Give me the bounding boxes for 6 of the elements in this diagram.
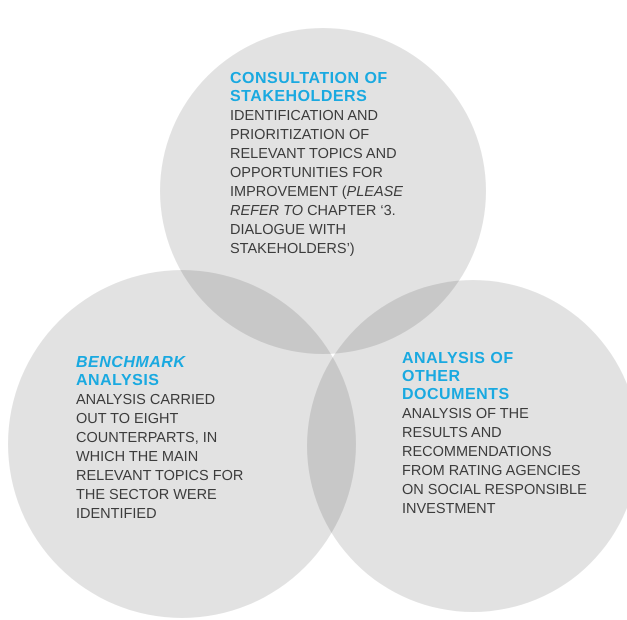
circle-heading: ANALYSIS OF OTHER DOCUMENTS [402,350,515,404]
circle-description: ANALYSIS CARRIED OUT TO EIGHT COUNTERPARTS, IN WHICH THE MAIN RELEVANT TOPICS FOR THE SECTOR WERE IDENTIFIED [76,391,244,524]
circle-description: IDENTIFICATION AND PRIORITIZATION OF RELEVANT TOPICS AND OPPORTUNITIES FOR IMPROVEMENT (PLEASE REFER TO CHAPTER ‘3. DIALOGUE WITH STAKEHOLDERS’) [230,107,404,259]
circle-description: ANALYSIS OF THE RESULTS AND RECOMMENDATIONS FROM RATING AGENCIES ON SOCIAL RESPONSIBLE INVESTMENT [402,405,587,519]
circle-heading: BENCHMARK ANALYSIS [76,354,187,390]
circle-heading: CONSULTATION OF STAKEHOLDERS [230,70,389,106]
